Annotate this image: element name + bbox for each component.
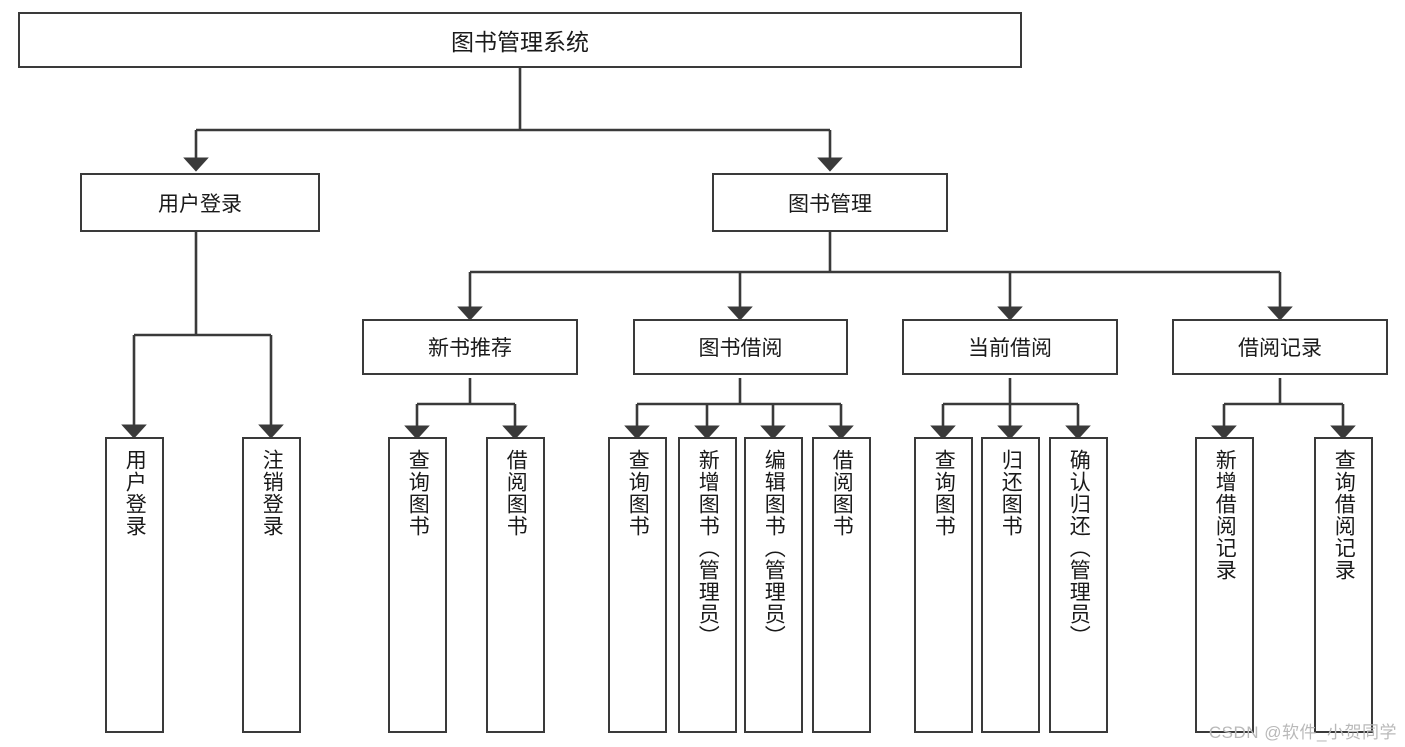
node-label: 图书借阅 [698, 337, 783, 360]
node-label: 用户登录 [158, 192, 242, 216]
node-label: 当前借阅 [968, 337, 1052, 360]
node-current-borrowing[interactable]: 当前借阅 [902, 319, 1118, 375]
leaf-user-login[interactable]: 用户登录 [105, 437, 164, 733]
leaf-confirm-return-admin[interactable]: 确认归还（管理员） [1049, 437, 1108, 733]
node-book-borrowing[interactable]: 图书借阅 [633, 319, 848, 375]
node-new-book-recommendation[interactable]: 新书推荐 [362, 319, 578, 375]
node-label: 新书推荐 [428, 337, 512, 360]
node-label: 借阅记录 [1238, 337, 1322, 360]
node-label: 借阅图书 [830, 449, 854, 537]
node-borrowing-records[interactable]: 借阅记录 [1172, 319, 1388, 375]
leaf-query-borrow-record[interactable]: 查询借阅记录 [1314, 437, 1373, 733]
leaf-query-books-current[interactable]: 查询图书 [914, 437, 973, 733]
leaf-query-books-borrowing[interactable]: 查询图书 [608, 437, 667, 733]
node-label: 图书管理系统 [451, 29, 589, 55]
leaf-logout[interactable]: 注销登录 [242, 437, 301, 733]
node-label: 查询图书 [406, 449, 430, 537]
node-label: 编辑图书（管理员） [762, 449, 786, 647]
node-label: 注销登录 [260, 449, 284, 537]
leaf-edit-book-admin[interactable]: 编辑图书（管理员） [744, 437, 803, 733]
node-label: 查询图书 [626, 449, 650, 537]
node-label: 确认归还（管理员） [1067, 449, 1091, 647]
node-label: 归还图书 [999, 449, 1023, 537]
node-root-book-management-system[interactable]: 图书管理系统 [18, 12, 1022, 68]
leaf-borrow-books-borrowing[interactable]: 借阅图书 [812, 437, 871, 733]
node-user-login[interactable]: 用户登录 [80, 173, 320, 232]
node-label: 新增借阅记录 [1213, 449, 1237, 581]
node-label: 新增图书（管理员） [696, 449, 720, 647]
node-label: 查询借阅记录 [1332, 449, 1356, 581]
node-book-management[interactable]: 图书管理 [712, 173, 948, 232]
leaf-add-borrow-record[interactable]: 新增借阅记录 [1195, 437, 1254, 733]
leaf-return-books[interactable]: 归还图书 [981, 437, 1040, 733]
leaf-query-books-recommendation[interactable]: 查询图书 [388, 437, 447, 733]
node-label: 用户登录 [123, 449, 147, 537]
node-label: 借阅图书 [504, 449, 528, 537]
leaf-borrow-books-recommendation[interactable]: 借阅图书 [486, 437, 545, 733]
node-label: 查询图书 [932, 449, 956, 537]
watermark-text: CSDN @软件_小贺同学 [1208, 723, 1397, 742]
node-label: 图书管理 [788, 192, 872, 216]
leaf-add-book-admin[interactable]: 新增图书（管理员） [678, 437, 737, 733]
